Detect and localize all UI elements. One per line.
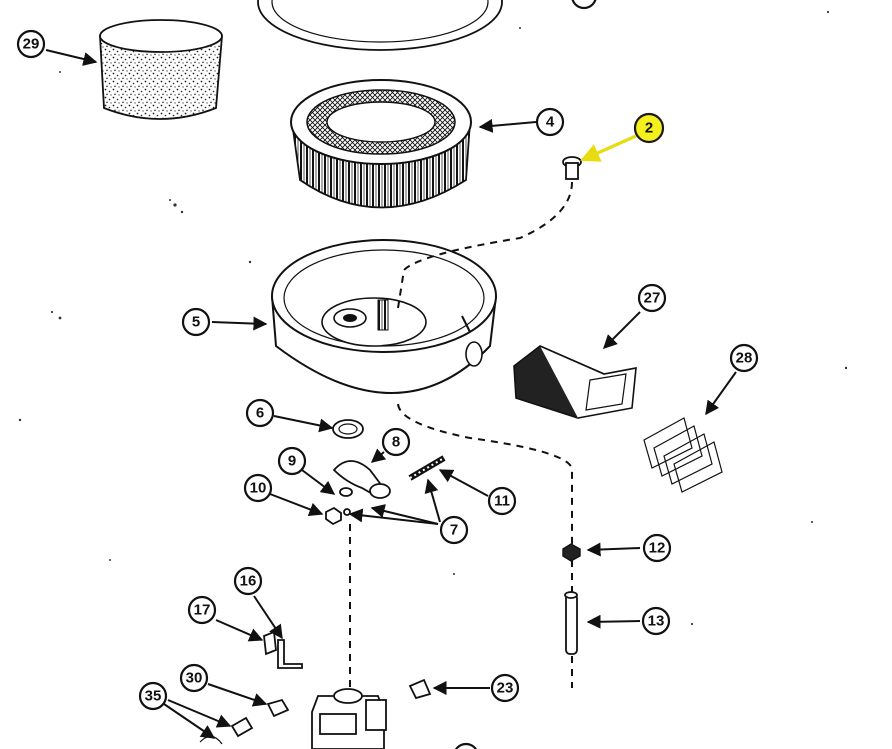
callout-28-label: 28 [736,350,753,367]
callout-8-label: 8 [392,434,400,451]
callout-2-label: 2 [645,120,653,137]
callout-6: 6 [245,398,275,428]
callout-13-label: 13 [648,613,665,630]
callout-5: 5 [181,307,211,337]
callout-35-label: 35 [145,688,162,705]
callout-30-label: 30 [186,670,203,687]
callout-11: 11 [487,486,517,516]
callout-7-label: 7 [450,522,458,539]
callout-29: 29 [16,29,46,59]
callout-28: 28 [729,343,759,373]
leader-lines [45,49,737,739]
callout-9-label: 9 [288,453,296,470]
callout-16-label: 16 [240,573,257,590]
callout-10-label: 10 [250,480,267,497]
callout-partial-bottom [454,742,478,749]
assembly-dashed-lines [349,181,573,692]
air-filter-element [290,79,472,209]
callout-9: 9 [277,446,307,476]
callout-17: 17 [187,595,217,625]
callout-23: 23 [490,673,520,703]
air-cleaner-cover [257,0,503,51]
foam-wrapper-part [99,19,223,120]
callout-5-label: 5 [192,314,200,331]
callout-4-label: 4 [546,114,555,131]
filter-housing-part [513,345,637,419]
callout-8: 8 [381,427,411,457]
callout-16: 16 [233,566,263,596]
rod-part [564,591,578,655]
callout-12-label: 12 [649,540,666,557]
callout-27: 27 [637,283,667,313]
scan-noise [18,10,848,626]
callout-2-highlighted: 2 [633,112,665,144]
bracket-part [332,460,391,499]
callout-4: 4 [535,107,565,137]
callout-13: 13 [641,606,671,636]
stud-part [408,455,446,481]
callout-23-label: 23 [497,680,514,697]
callout-partial-top [571,0,597,10]
wing-nut-part [562,156,582,180]
callout-12: 12 [642,533,672,563]
callout-11-label: 11 [494,493,510,510]
carburetor-part [311,688,387,749]
callout-29-label: 29 [23,36,40,53]
callout-35: 35 [138,681,168,711]
callout-17-label: 17 [194,602,211,619]
callout-27-label: 27 [644,290,661,307]
filter-screens-part [643,417,723,493]
callout-7: 7 [439,515,469,545]
gasket-part [332,419,364,439]
callout-6-label: 6 [256,405,264,422]
small-nuts-part [325,506,581,562]
callout-30: 30 [179,663,209,693]
callout-10: 10 [243,473,273,503]
air-cleaner-body [271,239,497,394]
